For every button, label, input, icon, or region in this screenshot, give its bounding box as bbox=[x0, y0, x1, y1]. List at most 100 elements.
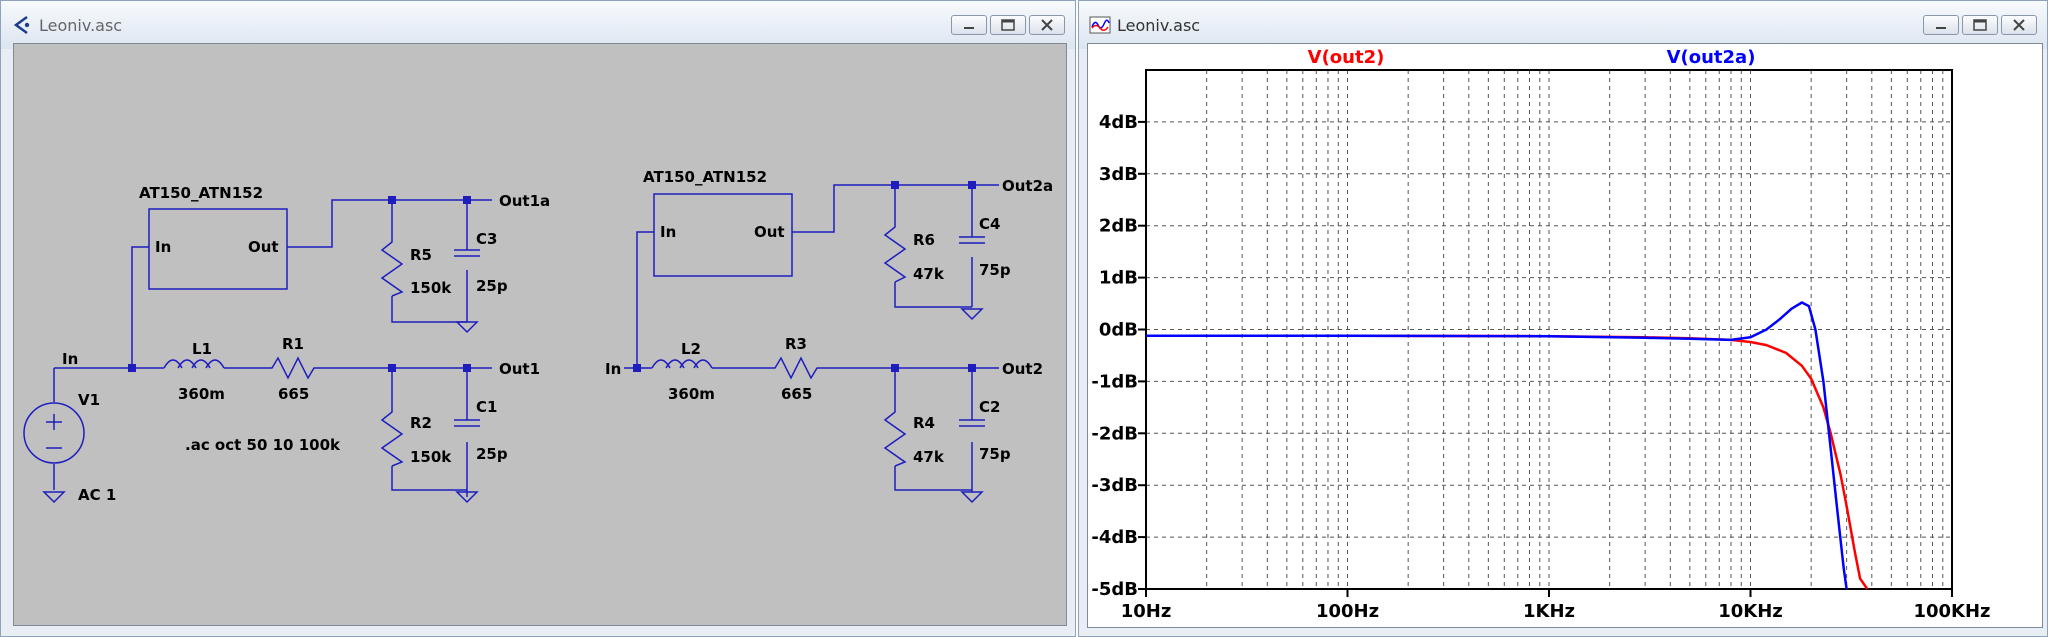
component-value: 360m bbox=[668, 385, 715, 403]
component-name: R3 bbox=[785, 335, 807, 353]
component-value: 150k bbox=[410, 448, 452, 466]
schematic-window-title: Leoniv.asc bbox=[39, 16, 123, 35]
pin-in-label: In bbox=[155, 238, 171, 256]
minimize-icon bbox=[964, 27, 974, 29]
junction-dot bbox=[463, 364, 471, 372]
schematic-title-bar[interactable]: Leoniv.asc bbox=[1, 1, 1075, 49]
resistor-r6 bbox=[883, 217, 907, 283]
capacitor-c3 bbox=[454, 249, 480, 257]
junction-dot bbox=[891, 181, 899, 189]
minimize-icon bbox=[1936, 27, 1946, 29]
y-tick-label: -3dB bbox=[1091, 475, 1138, 496]
wire bbox=[54, 246, 149, 369]
resistor-r1 bbox=[262, 356, 323, 380]
component-name: C4 bbox=[979, 215, 1000, 233]
component-name: R2 bbox=[410, 414, 432, 432]
schematic-diagram: AT150_ATN152 In Out In V1 AC 1 L1 360m R… bbox=[23, 168, 1053, 504]
wire bbox=[894, 184, 999, 308]
wire bbox=[894, 368, 973, 492]
inductor-l2 bbox=[637, 359, 765, 369]
plot-title-bar[interactable]: Leoniv.asc bbox=[1079, 1, 2047, 49]
ltspice-schematic-icon bbox=[13, 15, 30, 35]
component-name: R6 bbox=[913, 231, 935, 249]
junction-dot bbox=[388, 364, 396, 372]
ground-symbol bbox=[455, 321, 479, 334]
wire bbox=[624, 231, 654, 369]
plot-minimize-button[interactable] bbox=[1923, 15, 1959, 35]
wire bbox=[792, 184, 972, 233]
x-tick-label: 100KHz bbox=[1913, 601, 1990, 622]
y-tick-label: -5dB bbox=[1091, 579, 1138, 600]
close-icon bbox=[1041, 19, 1053, 31]
component-value: 47k bbox=[913, 448, 945, 466]
y-tick-label: -1dB bbox=[1091, 371, 1138, 392]
component-value: 47k bbox=[913, 265, 945, 283]
component-name: R1 bbox=[282, 335, 304, 353]
ground-symbol bbox=[960, 308, 984, 321]
component-value: 665 bbox=[781, 385, 812, 403]
component-name: L2 bbox=[681, 340, 701, 358]
block-name: AT150_ATN152 bbox=[139, 184, 263, 202]
schematic-close-button[interactable] bbox=[1029, 15, 1065, 35]
x-tick-label: 10KHz bbox=[1718, 601, 1783, 622]
x-tick-label: 10Hz bbox=[1121, 601, 1172, 622]
component-name: R5 bbox=[410, 246, 432, 264]
voltage-source-v1 bbox=[23, 402, 85, 464]
maximize-icon bbox=[1001, 19, 1015, 31]
component-name: C2 bbox=[979, 398, 1000, 416]
resistor-r4 bbox=[883, 402, 907, 467]
plot-window-title: Leoniv.asc bbox=[1117, 16, 1201, 35]
close-icon bbox=[2013, 19, 2025, 31]
schematic-minimize-button[interactable] bbox=[951, 15, 987, 35]
junction-dot bbox=[633, 364, 641, 372]
junction-dot bbox=[968, 181, 976, 189]
x-tick-label: 1KHz bbox=[1523, 601, 1575, 622]
pin-out-label: Out bbox=[248, 238, 279, 256]
component-value: 665 bbox=[278, 385, 309, 403]
component-value: 75p bbox=[979, 445, 1011, 463]
legend-label: V(out2) bbox=[1308, 47, 1385, 68]
ground-symbol bbox=[455, 491, 479, 504]
component-value: AC 1 bbox=[78, 486, 116, 504]
junction-dot bbox=[968, 364, 976, 372]
net-label: Out1a bbox=[499, 192, 550, 210]
resistor-r2 bbox=[380, 402, 404, 467]
junction-dot bbox=[388, 196, 396, 204]
pin-out-label: Out bbox=[754, 223, 785, 241]
y-tick-label: 1dB bbox=[1099, 268, 1138, 289]
at150-block-1 bbox=[148, 208, 288, 290]
capacitor-c1 bbox=[454, 419, 480, 427]
junction-dot bbox=[891, 364, 899, 372]
component-value: 150k bbox=[410, 279, 452, 297]
series-line-vout2 bbox=[1146, 334, 1869, 590]
plot-close-button[interactable] bbox=[2001, 15, 2037, 35]
ground-symbol bbox=[960, 491, 984, 504]
net-label: Out2 bbox=[1002, 360, 1043, 378]
resistor-r5 bbox=[380, 232, 404, 297]
component-name: V1 bbox=[78, 391, 100, 409]
waveform-icon bbox=[1089, 16, 1111, 34]
plot-maximize-button[interactable] bbox=[1962, 15, 1998, 35]
junction-dot bbox=[463, 196, 471, 204]
maximize-icon bbox=[1973, 19, 1987, 31]
pin-in-label: In bbox=[660, 223, 676, 241]
net-label: Out1 bbox=[499, 360, 540, 378]
legend-label: V(out2a) bbox=[1667, 47, 1756, 68]
schematic-window[interactable]: Leoniv.asc bbox=[0, 0, 1076, 637]
inductor-l1 bbox=[132, 359, 262, 369]
component-name: C3 bbox=[476, 230, 497, 248]
wire bbox=[391, 199, 492, 323]
component-value: 25p bbox=[476, 445, 508, 463]
schematic-canvas[interactable]: AT150_ATN152 In Out In V1 AC 1 L1 360m R… bbox=[13, 43, 1067, 626]
schematic-maximize-button[interactable] bbox=[990, 15, 1026, 35]
component-value: 360m bbox=[178, 385, 225, 403]
resistor-r3 bbox=[765, 356, 824, 380]
y-tick-label: 4dB bbox=[1099, 112, 1138, 133]
net-label: In bbox=[62, 350, 78, 368]
ground-symbol bbox=[42, 491, 66, 504]
component-name: R4 bbox=[913, 414, 935, 432]
y-tick-label: 3dB bbox=[1099, 164, 1138, 185]
y-tick-label: -4dB bbox=[1091, 527, 1138, 548]
